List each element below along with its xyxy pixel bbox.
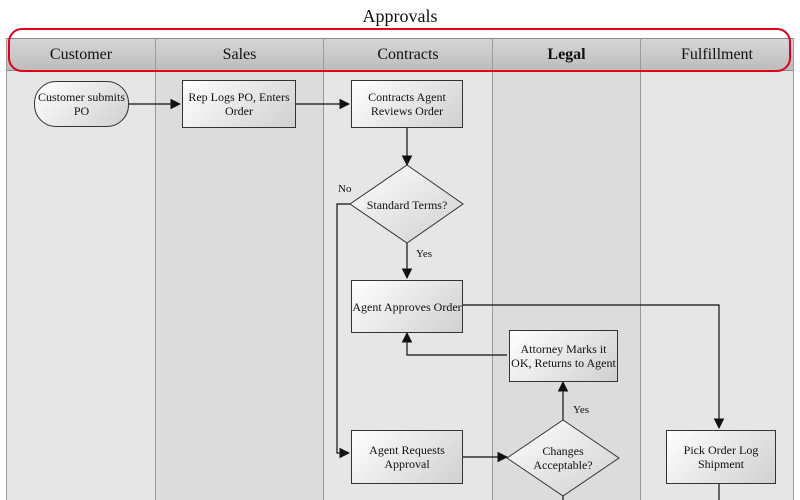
diagram-title: Approvals (362, 6, 438, 26)
edge-decision-no (336, 203, 351, 459)
lane-customer: Customer (6, 38, 155, 500)
decision-standard-terms-label: Standard Terms? (366, 198, 448, 212)
edge-attorney-to-approves (401, 331, 507, 356)
decision-standard-terms-shape (349, 164, 464, 244)
lane-header-legal: Legal (493, 38, 640, 71)
decision-changes-acceptable-label: Changes Acceptable? (533, 444, 593, 472)
node-agent-requests-approval: Agent Requests Approval (351, 430, 463, 484)
edge-approves-to-pick (463, 304, 725, 430)
node-rep-logs-po: Rep Logs PO, Enters Order (182, 80, 296, 128)
lane-header-fulfillment: Fulfillment (641, 38, 793, 71)
edge-label-no: No (338, 183, 352, 195)
node-attorney-marks-ok: Attorney Marks it OK, Returns to Agent (509, 330, 618, 382)
node-pick-order: Pick Order Log Shipment (666, 430, 776, 484)
node-agent-approves-order: Agent Approves Order (351, 280, 463, 333)
edge-label-yes-changes: Yes (573, 404, 590, 416)
lane-header-sales: Sales (156, 38, 323, 71)
edge-label-yes-standard: Yes (416, 248, 433, 260)
node-customer-submits-po: Customer submits PO (34, 81, 129, 127)
decision-changes-acceptable-shape (506, 419, 620, 497)
node-contracts-agent-reviews: Contracts Agent Reviews Order (351, 80, 463, 128)
lane-header-contracts: Contracts (324, 38, 492, 71)
lane-header-highlight (8, 28, 791, 72)
